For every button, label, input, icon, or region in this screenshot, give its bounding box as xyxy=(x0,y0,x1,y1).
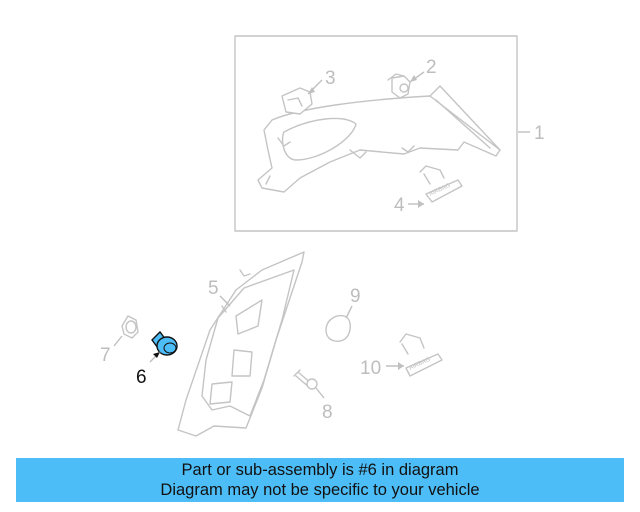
callout-5: 5 xyxy=(208,278,219,299)
callout-10: 10 xyxy=(360,358,381,379)
part-9-cap[interactable] xyxy=(325,314,351,342)
part-7-grommet[interactable] xyxy=(121,315,139,339)
assembly-inset-box xyxy=(234,35,518,232)
info-banner: Part or sub-assembly is #6 in diagram Di… xyxy=(16,458,624,502)
arrow-4 xyxy=(418,200,424,208)
leader-9 xyxy=(345,305,353,319)
callout-8: 8 xyxy=(322,402,333,423)
arrow-6 xyxy=(153,352,160,358)
callout-4: 4 xyxy=(394,195,405,216)
part-3-clip[interactable] xyxy=(281,87,313,115)
part-4-airbag-emblem[interactable]: AIRBAG xyxy=(419,165,463,203)
arrow-10 xyxy=(398,362,404,370)
arrow-2 xyxy=(410,75,417,82)
callout-3: 3 xyxy=(325,68,336,89)
part-1-pillar-trim[interactable] xyxy=(257,85,501,193)
leader-5 xyxy=(219,295,231,307)
part-5-pillar-trim[interactable] xyxy=(177,251,305,437)
banner-line-part: Part or sub-assembly is #6 in diagram xyxy=(181,461,459,479)
callout-7: 7 xyxy=(100,345,111,366)
leader-8 xyxy=(315,387,325,399)
callout-2: 2 xyxy=(426,57,437,78)
part-6-bolt[interactable] xyxy=(151,330,178,356)
parts-diagram: AIRBAG xyxy=(100,35,545,437)
arrow-3 xyxy=(308,87,315,94)
leader-7 xyxy=(113,335,123,347)
callout-6: 6 xyxy=(136,367,147,388)
part-10-airbag-emblem[interactable]: AIRBAG xyxy=(399,333,443,377)
part-8-screw[interactable] xyxy=(293,369,318,390)
part-2-clip[interactable] xyxy=(387,73,411,99)
banner-line-disclaimer: Diagram may not be specific to your vehi… xyxy=(160,481,480,499)
callout-1: 1 xyxy=(534,123,545,144)
callout-9: 9 xyxy=(350,286,361,307)
